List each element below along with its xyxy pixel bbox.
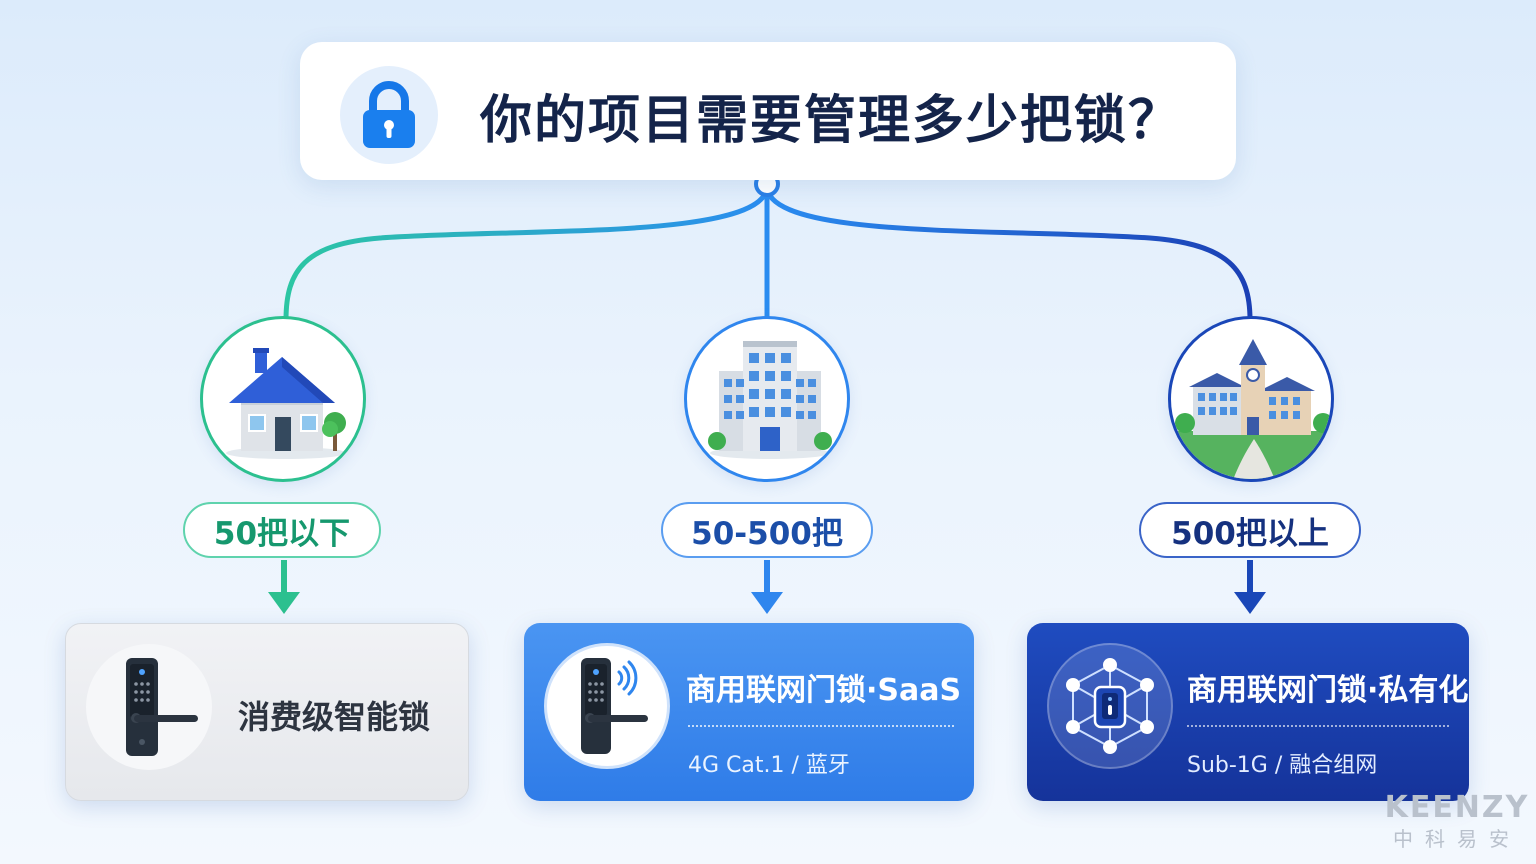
arrow-down-icon xyxy=(268,560,300,614)
solution-subtitle: Sub-1G / 融合组网 xyxy=(1187,753,1378,778)
question-title: 你的项目需要管理多少把锁？ xyxy=(480,91,1183,151)
range-pill-large: 500把以上 xyxy=(1139,502,1361,558)
connector-right xyxy=(764,185,1253,321)
solution-card-saas: 商用联网门锁·SaaS 4G Cat.1 / 蓝牙 xyxy=(524,623,974,801)
arrow-down-icon xyxy=(1234,560,1266,614)
solution-title: 商用联网门锁·SaaS xyxy=(686,673,962,708)
divider xyxy=(688,725,954,727)
mesh-network-lock-icon xyxy=(1047,643,1173,769)
solution-card-consumer: 消费级智能锁 xyxy=(65,623,469,801)
solution-title: 商用联网门锁·私有化 xyxy=(1187,673,1469,708)
brand-watermark: KEENZY 中科易安 xyxy=(1384,790,1530,852)
divider xyxy=(1187,725,1449,727)
range-label: 500把以上 xyxy=(1171,515,1329,552)
padlock-icon xyxy=(340,66,438,164)
brand-name-en: KEENZY xyxy=(1384,790,1530,825)
office-building-icon xyxy=(684,316,850,482)
arrow-down-icon xyxy=(751,560,783,614)
solution-subtitle: 4G Cat.1 / 蓝牙 xyxy=(688,753,850,778)
solution-title: 消费级智能锁 xyxy=(238,698,431,736)
range-label: 50-500把 xyxy=(691,515,843,552)
range-pill-small: 50把以下 xyxy=(183,502,381,558)
door-lock-icon xyxy=(86,644,212,770)
brand-name-cn: 中科易安 xyxy=(1393,827,1521,851)
solution-card-private: 商用联网门锁·私有化 Sub-1G / 融合组网 xyxy=(1027,623,1469,801)
connector-left xyxy=(283,185,770,321)
wireless-door-lock-icon xyxy=(544,643,670,769)
question-card: 你的项目需要管理多少把锁？ xyxy=(300,42,1236,180)
range-label: 50把以下 xyxy=(213,515,351,552)
range-pill-medium: 50-500把 xyxy=(661,502,873,558)
campus-icon xyxy=(1168,316,1334,482)
house-icon xyxy=(200,316,366,482)
